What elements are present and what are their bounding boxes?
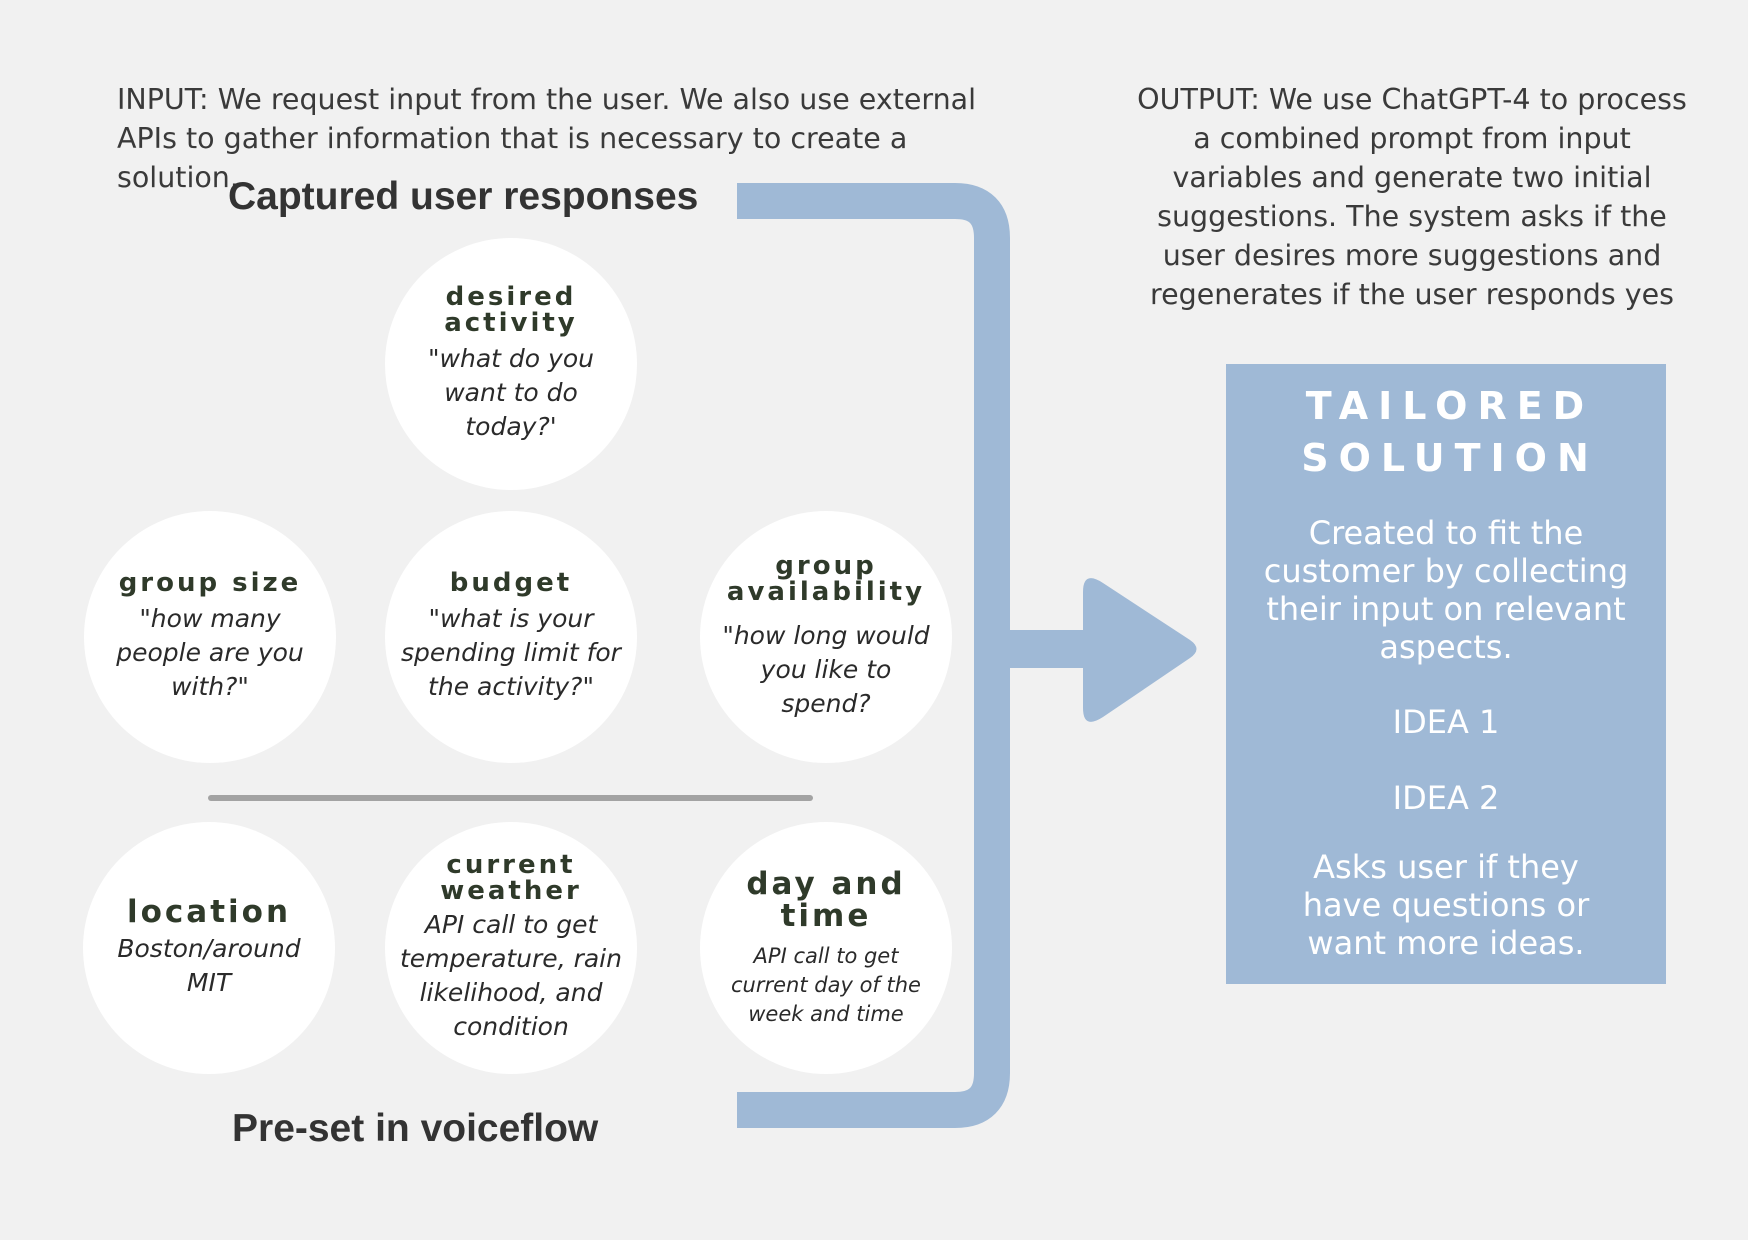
group-availability-title: group availability xyxy=(727,553,925,605)
location-title: location xyxy=(126,894,292,930)
group-availability-question: "how long would you like to spend? xyxy=(722,621,930,718)
idea-2-label: IDEA 2 xyxy=(1392,779,1500,817)
group-availability-title-line-2: availability xyxy=(726,577,926,607)
desired-activity-circle: desired activity "what do you want to do… xyxy=(385,238,637,490)
input-description: INPUT: We request input from the user. W… xyxy=(117,83,977,194)
group-size-title: group size xyxy=(118,568,302,598)
budget-title: budget xyxy=(449,568,573,598)
bracket-connector xyxy=(737,183,1010,1128)
solution-title-line-2: SOLUTION xyxy=(1301,436,1599,480)
arrow-head-icon xyxy=(1083,578,1197,722)
group-size-circle: group size "how many people are you with… xyxy=(84,511,336,763)
desired-activity-question: "what do you want to do today?' xyxy=(428,344,594,441)
solution-footer: Asks user if they have questions or want… xyxy=(1302,848,1590,962)
location-value: Boston/around MIT xyxy=(117,934,301,997)
desired-activity-title-line-1: desired xyxy=(445,282,577,312)
preset-voiceflow-title: Pre-set in voiceflow xyxy=(232,1107,599,1150)
budget-question: "what is your spending limit for the act… xyxy=(401,604,621,701)
section-divider xyxy=(208,795,813,801)
current-weather-value: API call to get temperature, rain likeli… xyxy=(400,910,622,1041)
solution-description: Created to fit the customer by collectin… xyxy=(1263,514,1629,666)
day-and-time-title: day and time xyxy=(746,868,905,932)
solution-title: TAILORED SOLUTION xyxy=(1226,380,1666,484)
current-weather-circle: current weather API call to get temperat… xyxy=(385,822,637,1074)
current-weather-title-line-2: weather xyxy=(440,876,582,906)
day-and-time-title-line-1: day and xyxy=(746,865,906,902)
solution-title-line-1: TAILORED xyxy=(1305,384,1595,428)
budget-circle: budget "what is your spending limit for … xyxy=(385,511,637,763)
day-and-time-title-line-2: time xyxy=(780,897,872,934)
idea-1-label: IDEA 1 xyxy=(1392,703,1500,741)
current-weather-title: current weather xyxy=(440,852,582,904)
tailored-solution-box: TAILORED SOLUTION Created to fit the cus… xyxy=(1226,364,1666,984)
day-and-time-value: API call to get current day of the week … xyxy=(731,943,921,1026)
desired-activity-title: desired activity xyxy=(444,284,578,336)
arrow-shaft xyxy=(1008,630,1088,668)
group-availability-circle: group availability "how long would you l… xyxy=(700,511,952,763)
captured-responses-title: Captured user responses xyxy=(228,175,699,218)
location-circle: location Boston/around MIT xyxy=(83,822,335,1074)
group-size-question: "how many people are you with?" xyxy=(116,604,304,701)
current-weather-title-line-1: current xyxy=(446,850,576,880)
day-and-time-circle: day and time API call to get current day… xyxy=(700,822,952,1074)
output-description: OUTPUT: We use ChatGPT-4 to process a co… xyxy=(1137,83,1687,311)
desired-activity-title-line-2: activity xyxy=(444,308,578,338)
group-availability-title-line-1: group xyxy=(775,551,877,581)
